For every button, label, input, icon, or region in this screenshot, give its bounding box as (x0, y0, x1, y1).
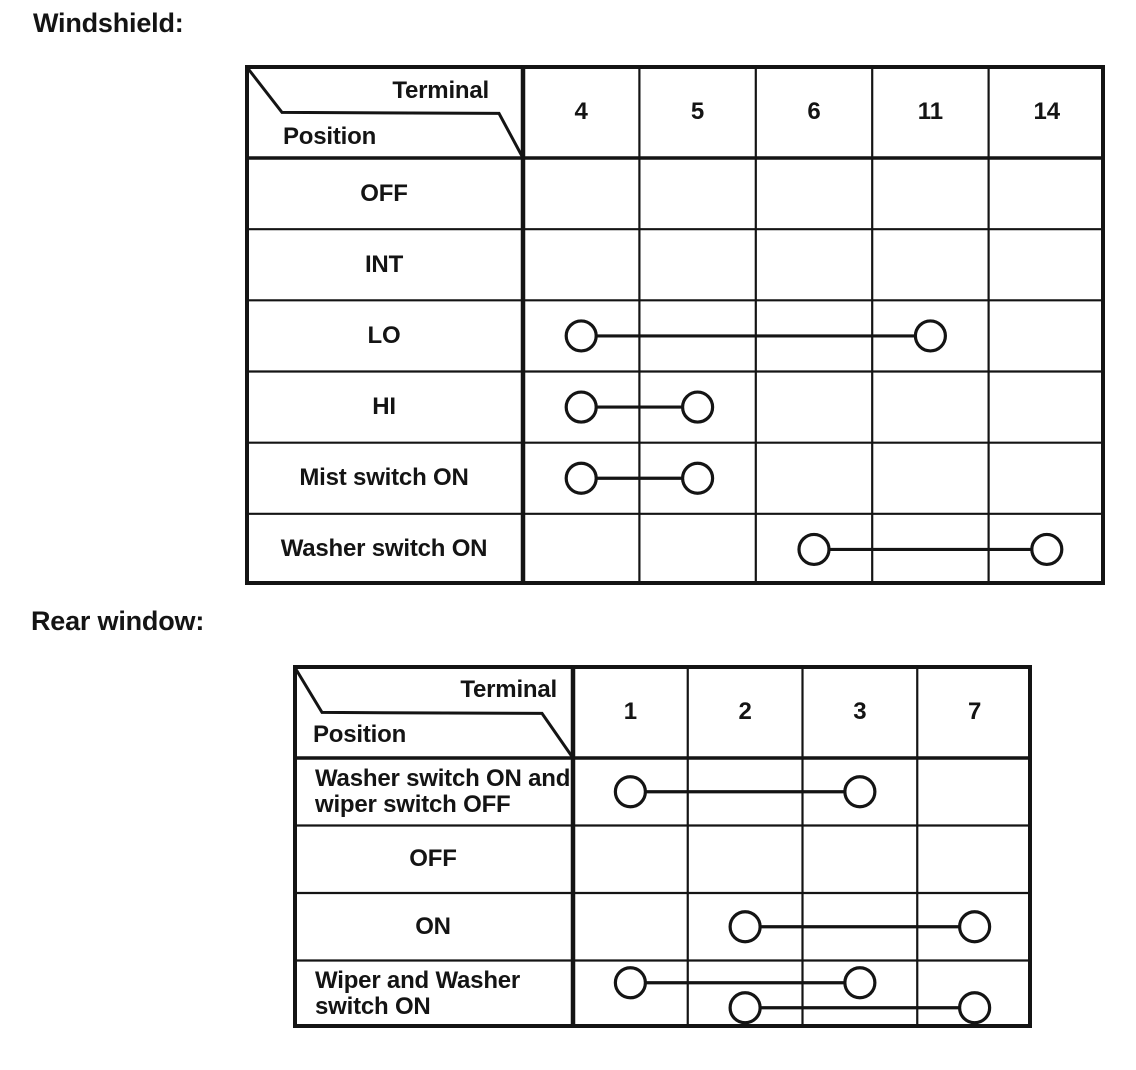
position-row-label-line: Wiper and Washer (315, 967, 521, 995)
position-row-label-line: OFF (409, 845, 457, 873)
windshield-heading: Windshield: (33, 8, 184, 38)
continuity-terminal-circle (797, 532, 831, 567)
position-row-label: INT (245, 229, 523, 300)
terminal-column-header-3: 3 (853, 697, 867, 725)
terminal-corner-label: Terminal (392, 77, 489, 104)
continuity-terminal-circle (958, 991, 992, 1025)
continuity-terminal-circle (1030, 532, 1064, 567)
position-row-label: OFF (245, 158, 523, 229)
position-row-label-line: INT (364, 250, 404, 278)
terminal-column-header-4: 4 (574, 97, 588, 125)
position-row-label: Washer switch ON (245, 514, 523, 585)
terminal-column-header-1: 1 (623, 697, 638, 725)
position-row-label: LO (245, 300, 523, 371)
corner-diagonal-divider (245, 65, 525, 159)
terminal-column-header-2: 2 (738, 697, 752, 725)
position-row-label-line: OFF (360, 179, 408, 207)
position-row-label-line: wiper switch OFF (315, 790, 511, 818)
terminal-column-header-5: 5 (690, 97, 705, 125)
continuity-terminal-circle (681, 390, 715, 424)
position-row-label-line: HI (372, 393, 396, 421)
continuity-connection-6-14 (797, 532, 1064, 567)
position-corner-label: Position (313, 721, 407, 748)
position-corner-label: Position (283, 123, 377, 150)
continuity-connection-4-5 (564, 461, 715, 495)
position-row-label-line: Washer switch ON (280, 535, 488, 563)
terminal-column-header-6: 6 (807, 97, 821, 125)
continuity-connection-2-7 (728, 991, 992, 1025)
terminal-column-header-7: 7 (967, 697, 982, 725)
table-outer-border (293, 665, 1032, 1028)
continuity-connection-1-3 (613, 966, 877, 1000)
continuity-terminal-circle (564, 461, 598, 495)
corner-diagonal-divider (293, 665, 575, 759)
continuity-terminal-circle (728, 991, 762, 1025)
continuity-connection-1-3 (613, 775, 877, 809)
continuity-terminal-circle (564, 390, 598, 424)
position-row-label: OFF (293, 826, 573, 894)
position-row-label: HI (245, 372, 523, 443)
continuity-connection-4-11 (564, 319, 948, 353)
continuity-terminal-circle (913, 319, 948, 353)
continuity-terminal-circle (613, 775, 647, 809)
continuity-terminal-circle (843, 775, 877, 809)
table-outer-border (245, 65, 1105, 585)
rear-window-heading: Rear window: (31, 606, 205, 636)
position-row-label: ON (293, 893, 573, 961)
terminal-corner-label: Terminal (460, 676, 557, 703)
continuity-connection-4-5 (564, 390, 715, 424)
terminal-column-header-14: 14 (1033, 97, 1061, 125)
continuity-terminal-circle (681, 461, 715, 495)
rear-window-table-grid (293, 665, 1032, 1028)
position-row-label-line: Mist switch ON (299, 464, 469, 492)
position-row-label-line: switch ON (315, 993, 431, 1021)
windshield-table-grid (245, 65, 1105, 585)
position-row-label-line: ON (415, 912, 451, 940)
terminal-column-header-11: 11 (917, 97, 944, 125)
position-row-label-line: Washer switch ON and (315, 764, 571, 792)
continuity-terminal-circle (728, 910, 762, 944)
continuity-terminal-circle (564, 319, 598, 353)
continuity-terminal-circle (843, 966, 877, 1000)
position-row-label-line: LO (367, 321, 401, 349)
position-row-label: Mist switch ON (245, 443, 523, 514)
continuity-terminal-circle (613, 966, 647, 1000)
continuity-terminal-circle (958, 910, 992, 944)
continuity-connection-2-7 (728, 910, 992, 944)
